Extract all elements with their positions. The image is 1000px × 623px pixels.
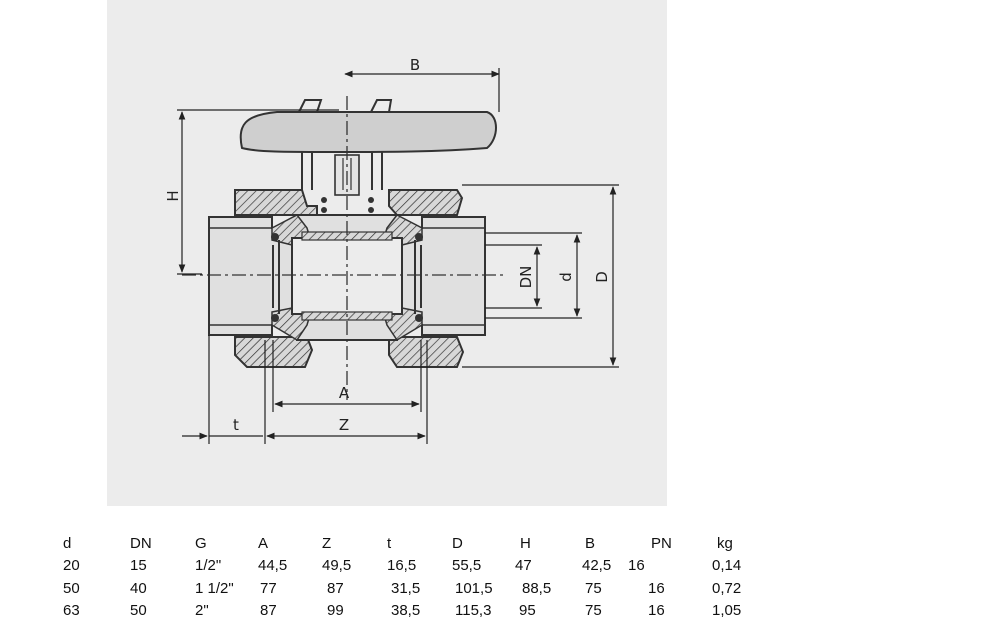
table-cell: 115,3 — [455, 602, 492, 619]
table-header-cell: H — [520, 535, 531, 552]
dimension-lines — [177, 68, 619, 444]
table-cell: 50 — [63, 580, 80, 597]
table-header-cell: kg — [717, 535, 733, 552]
table-header-cell: t — [387, 535, 392, 552]
table-cell: 47 — [515, 557, 532, 574]
dim-label-dn: DN — [517, 266, 535, 289]
table-cell: 42,5 — [582, 557, 612, 574]
dim-label-d-outer: D — [593, 271, 611, 283]
dim-label-a: A — [339, 384, 350, 402]
ball-valve-cross-section-drawing: B H DN d D A t Z — [164, 56, 619, 444]
table-header-cell: D — [452, 535, 463, 552]
table-cell: 16,5 — [387, 557, 417, 574]
table-cell: 0,72 — [712, 580, 742, 597]
table-cell: 75 — [585, 580, 602, 597]
dim-label-h: H — [164, 190, 182, 201]
table-cell: 99 — [327, 602, 344, 619]
table-cell: 15 — [130, 557, 147, 574]
dim-label-t: t — [233, 416, 239, 434]
dim-label-d-inner: d — [557, 272, 575, 282]
table-cell: 49,5 — [322, 557, 352, 574]
table-cell: 1/2" — [195, 557, 222, 574]
table-header-cell: Z — [322, 535, 332, 552]
dim-label-b: B — [410, 56, 420, 74]
table-header-cell: B — [585, 535, 596, 552]
table-header-cell: PN — [651, 535, 672, 552]
valve-handle — [239, 99, 497, 190]
table-cell: 50 — [130, 602, 147, 619]
table-cell: 88,5 — [522, 580, 552, 597]
table-cell: 16 — [648, 580, 665, 597]
table-cell: 63 — [63, 602, 80, 619]
table-cell: 40 — [130, 580, 147, 597]
table-cell: 87 — [260, 602, 277, 619]
table-cell: 101,5 — [455, 580, 493, 597]
table-header-cell: d — [63, 535, 72, 552]
center-lines — [182, 96, 507, 400]
table-cell: 1,05 — [712, 602, 742, 619]
table-cell: 0,14 — [712, 557, 742, 574]
table-cell: 38,5 — [391, 602, 421, 619]
table-header-cell: A — [258, 535, 269, 552]
table-header-cell: G — [195, 535, 207, 552]
table-cell: 55,5 — [452, 557, 482, 574]
table-header-cell: DN — [130, 535, 152, 552]
table-cell: 1 1/2" — [195, 580, 234, 597]
table-cell: 16 — [648, 602, 665, 619]
table-cell: 2" — [195, 602, 209, 619]
valve-body — [208, 197, 486, 342]
table-cell: 16 — [628, 557, 645, 574]
technical-drawing-panel: B H DN d D A t Z — [107, 0, 667, 506]
table-cell: 75 — [585, 602, 602, 619]
table-cell: 31,5 — [391, 580, 421, 597]
dim-label-z: Z — [339, 416, 349, 434]
dimension-spec-table: d DN G A Z t D H B PN kg 20 15 1/2" 44,5… — [0, 530, 1000, 623]
table-cell: 77 — [260, 580, 277, 597]
table-cell: 20 — [63, 557, 80, 574]
table-cell: 87 — [327, 580, 344, 597]
table-cell: 95 — [519, 602, 536, 619]
table-cell: 44,5 — [258, 557, 288, 574]
